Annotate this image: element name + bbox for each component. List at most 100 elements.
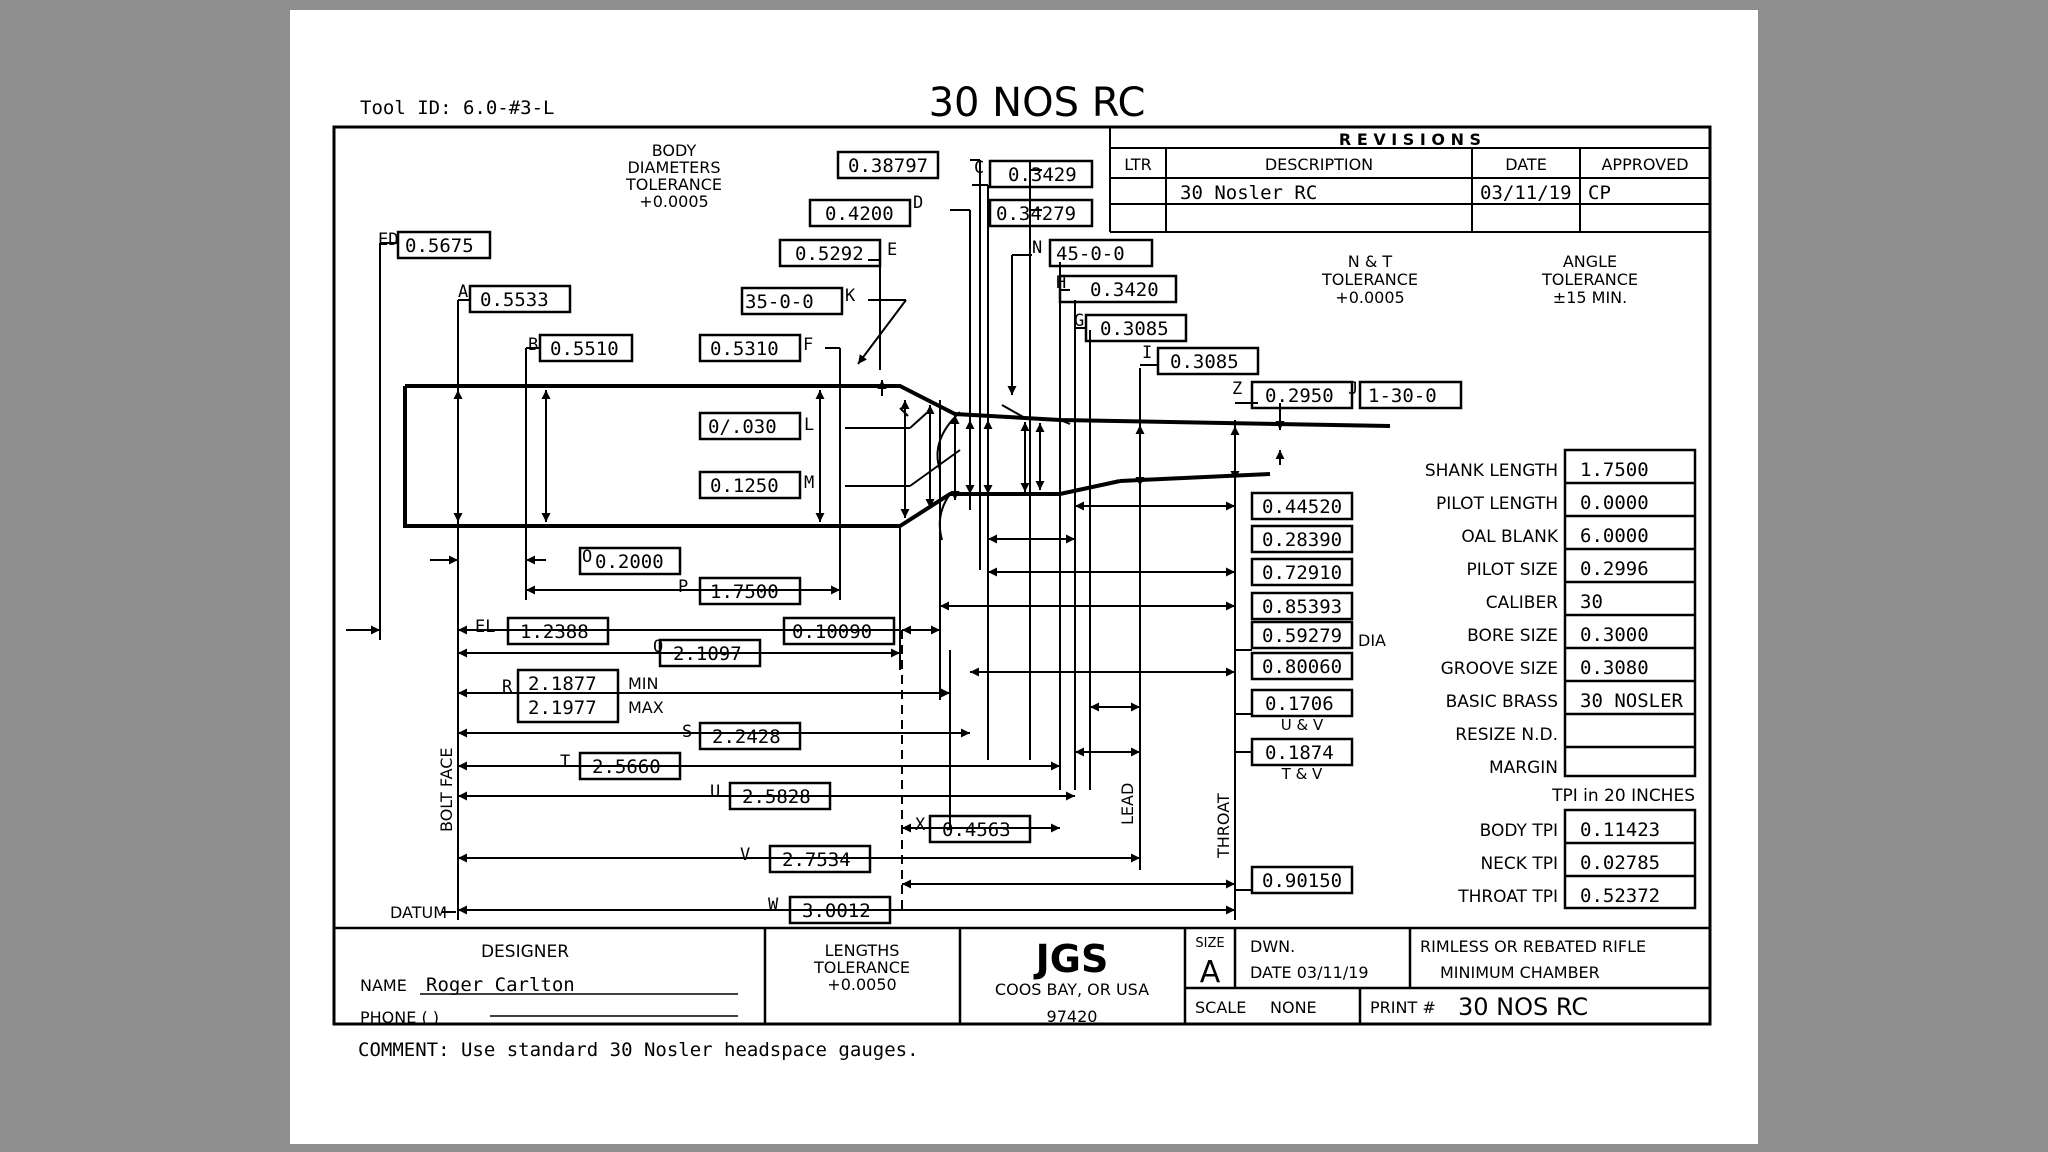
svg-text:6.0000: 6.0000: [1580, 525, 1649, 547]
svg-text:BASIC BRASS: BASIC BRASS: [1446, 692, 1558, 712]
svg-text:0.0000: 0.0000: [1580, 492, 1649, 514]
dim-e-value: 0.5292: [795, 243, 864, 265]
dim-dtop-value: 0.38797: [848, 155, 928, 177]
chamber-outline: [403, 384, 1391, 541]
dim-ed-value: 0.5675: [405, 235, 474, 257]
dim-d-value: 0.4200: [825, 203, 894, 225]
dim-letter-w: W: [768, 895, 779, 915]
rev-col-date: DATE: [1505, 155, 1547, 174]
rev-col-description: DESCRIPTION: [1265, 155, 1373, 174]
dim-m-value: 0.1250: [710, 475, 779, 497]
svg-text:TOLERANCE: TOLERANCE: [813, 958, 910, 977]
dim-right-6: 0.1706: [1265, 693, 1334, 715]
svg-text:+0.0005: +0.0005: [639, 192, 708, 211]
revisions-table: [1109, 127, 1710, 233]
dimension-boxes: [396, 150, 1463, 925]
dia-label: DIA: [1358, 631, 1386, 650]
rev-col-approved: APPROVED: [1601, 155, 1688, 174]
svg-text:TOLERANCE: TOLERANCE: [1321, 270, 1418, 289]
dim-letter-el: EL: [475, 617, 495, 637]
dim-letter-j: J: [1348, 379, 1358, 399]
dim-p-value: 1.7500: [710, 581, 779, 603]
date-label: DATE 03/11/19: [1250, 963, 1369, 982]
dim-letter-z: Z: [1232, 379, 1242, 399]
svg-text:1.7500: 1.7500: [1580, 459, 1649, 481]
lengths-tolerance-note: LENGTHS TOLERANCE +0.0050: [813, 941, 910, 994]
dim-right-4: 0.59279: [1262, 625, 1342, 647]
svg-text:RESIZE N.D.: RESIZE N.D.: [1455, 725, 1558, 745]
bolt-face-label: BOLT FACE: [437, 747, 456, 832]
svg-text:TOLERANCE: TOLERANCE: [1541, 270, 1638, 289]
svg-text:0.3080: 0.3080: [1580, 657, 1649, 679]
size-label: SIZE: [1195, 936, 1224, 951]
dim-right-3: 0.85393: [1262, 596, 1342, 618]
svg-text:0.11423: 0.11423: [1580, 819, 1660, 841]
body-tolerance-note: BODY DIAMETERS TOLERANCE +0.0005: [625, 141, 722, 211]
designer-name: Roger Carlton: [426, 974, 575, 996]
dim-l-value: 0/.030: [708, 416, 777, 438]
tool-id: Tool ID: 6.0-#3-L: [360, 97, 554, 119]
print-value: 30 NOS RC: [1458, 993, 1588, 1021]
dim-right-2: 0.72910: [1262, 562, 1342, 584]
svg-text:0.52372: 0.52372: [1580, 885, 1660, 907]
dim-letter-v: V: [740, 845, 750, 865]
svg-text:N & T: N & T: [1348, 252, 1393, 271]
dim-letter-e: E: [887, 240, 897, 260]
rev-date: 03/11/19: [1480, 182, 1572, 204]
dim-j-value: 1-30-0: [1368, 385, 1437, 407]
dim-letter-s: S: [682, 722, 692, 742]
rev-approved: CP: [1588, 182, 1611, 204]
dim-o-value: 0.2000: [595, 551, 664, 573]
dim-k-value: 35-0-0: [745, 291, 814, 313]
right-dimension-boxes: [1250, 491, 1354, 895]
dim-letter-k: K: [845, 286, 856, 306]
dim-qa-value: 0.10090: [792, 621, 872, 643]
dim-c2-value: 0.34279: [996, 203, 1076, 225]
svg-text:+0.0005: +0.0005: [1335, 288, 1404, 307]
dimension-lines: [346, 159, 1285, 920]
svg-text:BORE SIZE: BORE SIZE: [1467, 626, 1558, 646]
dim-x-value: 0.4563: [942, 819, 1011, 841]
svg-text:0.2996: 0.2996: [1580, 558, 1649, 580]
svg-text:MARGIN: MARGIN: [1489, 758, 1558, 778]
chamber-drawing: Tool ID: 6.0-#3-L 30 NOS RC R E V I S I …: [332, 80, 1712, 1061]
dim-s-value: 2.2428: [712, 726, 781, 748]
dim-letter-i: I: [1142, 343, 1152, 363]
datum-label: DATUM: [390, 903, 447, 922]
company-logo: JGS: [1033, 937, 1109, 981]
dim-right-8: 0.90150: [1262, 870, 1342, 892]
svg-text:LENGTHS: LENGTHS: [825, 941, 900, 960]
dim-letter-ed: ED: [378, 230, 398, 250]
tpi-values: 0.11423 0.02785 0.52372: [1580, 819, 1660, 907]
dim-t-value: 2.5660: [592, 756, 661, 778]
svg-text:PILOT SIZE: PILOT SIZE: [1467, 560, 1559, 580]
svg-text:BODY TPI: BODY TPI: [1480, 821, 1558, 841]
dim-c-value: 0.3429: [1008, 164, 1077, 186]
dim-letter-r: R: [502, 677, 513, 697]
tv-label: T & V: [1281, 765, 1323, 783]
angle-tolerance-note: ANGLE TOLERANCE ±15 MIN.: [1541, 252, 1638, 307]
title-block-frame: [334, 926, 1710, 1024]
svg-text:30: 30: [1580, 591, 1603, 613]
dwn-label: DWN.: [1250, 937, 1295, 956]
dim-z-value: 0.2950: [1265, 385, 1334, 407]
dim-w-value: 3.0012: [802, 900, 871, 922]
dim-letter-a: A: [458, 282, 468, 302]
dim-n-value: 45-0-0: [1056, 243, 1125, 265]
lead-label: LEAD: [1118, 783, 1137, 825]
tpi-heading: TPI in 20 INCHES: [1551, 786, 1695, 806]
revisions-heading: R E V I S I O N S: [1339, 130, 1481, 149]
dim-letter-m: M: [804, 473, 814, 493]
chamber-type-line1: RIMLESS OR REBATED RIFLE: [1420, 937, 1646, 956]
dim-el-value: 1.2388: [520, 621, 589, 643]
dim-r-min-label: MIN: [628, 674, 659, 693]
drawing-sheet: Tool ID: 6.0-#3-L 30 NOS RC R E V I S I …: [290, 10, 1758, 1144]
print-label: PRINT #: [1370, 998, 1436, 1017]
drawing-title: 30 NOS RC: [929, 80, 1146, 126]
svg-text:0.02785: 0.02785: [1580, 852, 1660, 874]
dim-f-value: 0.5310: [710, 338, 779, 360]
designer-heading: DESIGNER: [481, 942, 569, 962]
svg-text:OAL BLANK: OAL BLANK: [1461, 527, 1558, 547]
spec-labels: SHANK LENGTH PILOT LENGTH OAL BLANK PILO…: [1425, 461, 1559, 778]
svg-text:TOLERANCE: TOLERANCE: [625, 175, 722, 194]
